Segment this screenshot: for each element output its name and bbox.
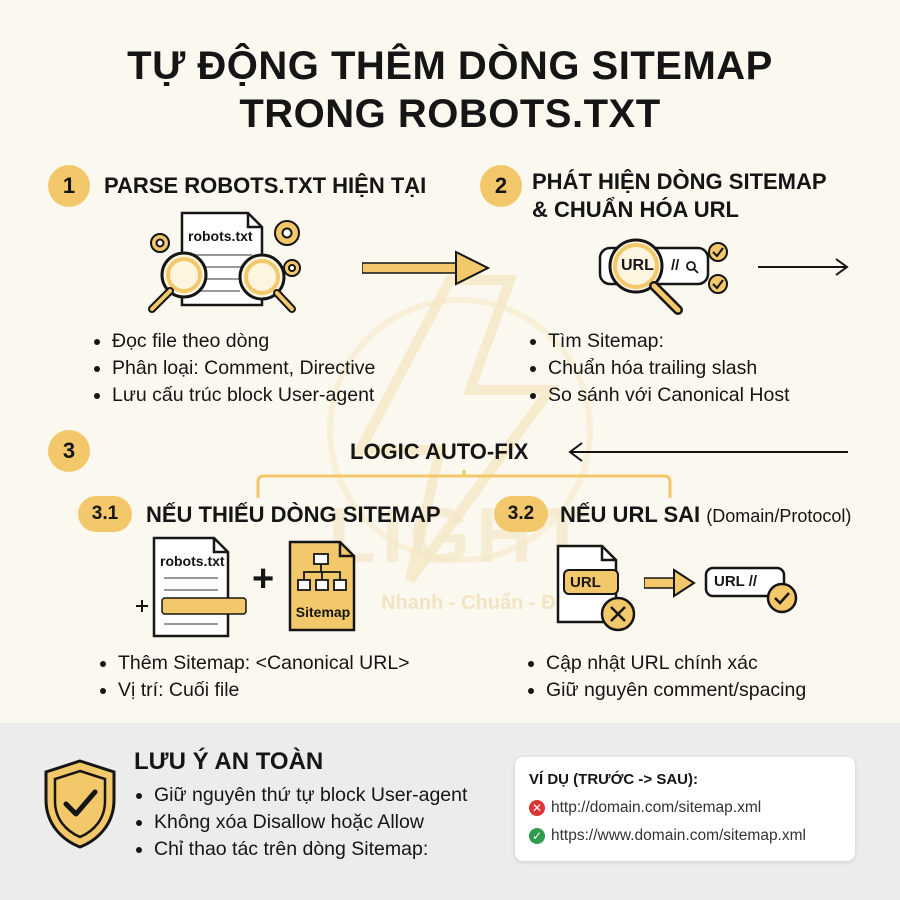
list-item: Không xóa Disallow hoặc Allow [134,809,514,836]
step-2-heading-line-2: & CHUẨN HÓA URL [532,197,739,222]
plus-icon [136,600,148,612]
step-1-bullets: Đọc file theo dòng Phân loại: Comment, D… [92,328,452,409]
page-title: TỰ ĐỘNG THÊM DÒNG SITEMAP TRONG ROBOTS.T… [0,42,900,138]
example-title: VÍ DỤ (TRƯỚC -> SAU): [529,771,698,788]
step-3-1-bullets: Thêm Sitemap: <Canonical URL> Vị trí: Cu… [98,650,458,704]
list-item: Lưu cấu trúc block User-agent [92,382,452,409]
title-line-1: TỰ ĐỘNG THÊM DÒNG SITEMAP [127,44,773,88]
robots-add-file-icon [136,536,247,638]
broken-url-file-icon [556,544,636,632]
step-3-2-badge: 3.2 [494,496,548,532]
step-2-badge: 2 [480,165,522,207]
sitemap-file-icon [288,540,356,632]
sitemap-label: Sitemap [295,604,351,620]
step-3-1-file-label: robots.txt [160,553,225,569]
list-item: Chỉ thao tác trên dòng Sitemap: [134,836,514,863]
example-after-row: ✓ https://www.domain.com/sitemap.xml [529,827,806,845]
step-1-heading: PARSE ROBOTS.TXT HIỆN TẠI [104,173,427,198]
example-before-url: http://domain.com/sitemap.xml [551,799,762,816]
list-item: Phân loại: Comment, Directive [92,355,452,382]
step-2-bullets: Tìm Sitemap: Chuẩn hóa trailing slash So… [528,328,868,409]
fixed-url-icon [704,566,798,614]
step-3-1-badge: 3.1 [78,496,132,532]
arrow-right-icon [362,250,491,286]
robots-parse-icon [148,211,301,313]
list-item: Tìm Sitemap: [528,328,868,355]
url-label: URL [621,257,654,274]
step-2-heading: PHÁT HIỆN DÒNG SITEMAP & CHUẨN HÓA URL [532,168,827,224]
example-card: VÍ DỤ (TRƯỚC -> SAU): ✕ http://domain.co… [515,757,855,861]
step-3-2-bullets: Cập nhật URL chính xác Giữ nguyên commen… [526,650,866,704]
url-good-label: URL // [714,573,758,590]
gear-icon [150,220,301,277]
check-icon [708,242,728,294]
list-item: Cập nhật URL chính xác [526,650,866,677]
list-item: Vị trí: Cuối file [98,677,458,704]
step-3-badge: 3 [48,430,90,472]
url-bad-label: URL [570,574,601,591]
error-icon: ✕ [529,800,545,816]
url-search-icon [598,238,728,315]
url-suffix: // [671,257,680,274]
list-item: Giữ nguyên thứ tự block User-agent [134,782,514,809]
step-2-heading-line-1: PHÁT HIỆN DÒNG SITEMAP [532,169,827,194]
step-3-2-heading: NẾU URL SAI (Domain/Protocol) [560,501,851,530]
success-icon: ✓ [529,828,545,844]
arrow-right-icon [644,568,696,598]
example-before-row: ✕ http://domain.com/sitemap.xml [529,799,761,817]
safety-bullets: Giữ nguyên thứ tự block User-agent Không… [134,782,514,863]
step-3-2-heading-paren: (Domain/Protocol) [706,506,852,526]
step-1-badge: 1 [48,165,90,207]
plus-sign: + [252,558,275,600]
title-line-2: TRONG ROBOTS.TXT [239,92,661,136]
error-icon [600,596,636,632]
magnifier-icon [148,251,296,313]
example-after-url: https://www.domain.com/sitemap.xml [551,827,806,844]
list-item: Thêm Sitemap: <Canonical URL> [98,650,458,677]
list-item: Giữ nguyên comment/spacing [526,677,866,704]
arrow-right-thin-icon [758,258,849,276]
branch-connector [256,470,672,498]
step-3-heading: LOGIC AUTO-FIX [350,439,529,464]
list-item: Chuẩn hóa trailing slash [528,355,868,382]
step-3-1-heading: NẾU THIẾU DÒNG SITEMAP [146,502,441,527]
step-1-file-label: robots.txt [188,228,253,244]
list-item: So sánh với Canonical Host [528,382,868,409]
list-item: Đọc file theo dòng [92,328,452,355]
shield-check-icon [44,759,116,849]
step-3-2-heading-text: NẾU URL SAI [560,502,701,527]
safety-heading: LƯU Ý AN TOÀN [134,748,324,775]
arrow-left-icon [568,442,848,462]
check-icon [766,582,798,614]
